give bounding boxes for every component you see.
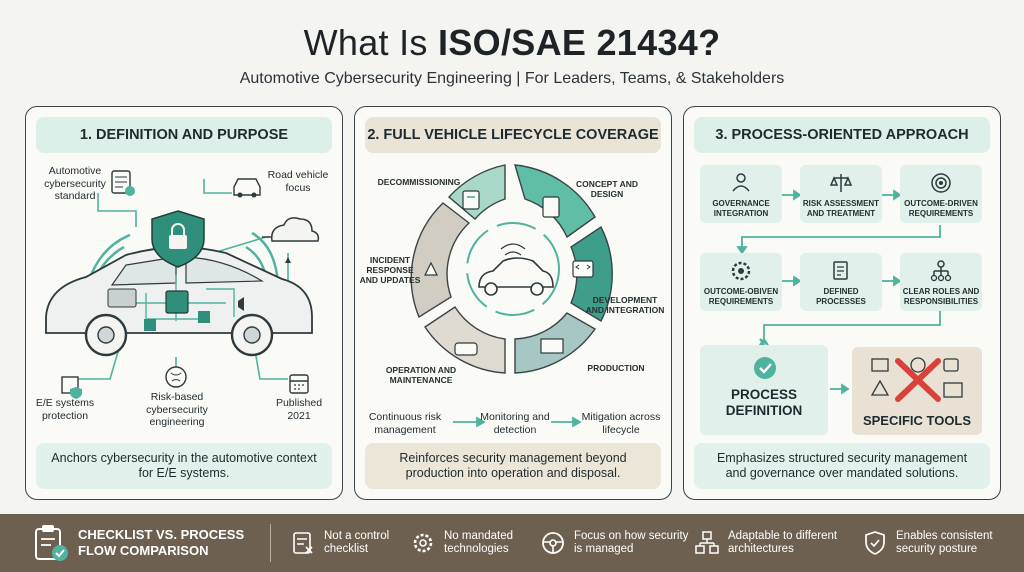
shield-lock-icon — [151, 210, 205, 268]
label-risk-based: Risk-based cybersecurity engineering — [146, 391, 208, 428]
lightbulb-document-icon — [542, 196, 560, 218]
road-vehicle-icon — [233, 178, 261, 198]
factory-icon — [540, 338, 564, 354]
bar-item-checklist: Not a control checklist — [290, 514, 410, 572]
panel-lifecycle: 2. FULL VEHICLE LIFECYCLE COVERAGE — [354, 106, 672, 500]
step-outcome-obiven: OUTCOME-OBIVEN REQUIREMENTS — [700, 253, 782, 311]
panel-definition-footer: Anchors cybersecurity in the automotive … — [36, 443, 332, 489]
specific-tools-box: SPECIFIC TOOLS — [852, 347, 982, 435]
inner-cycle-arrows — [466, 222, 560, 316]
cloud-icon — [271, 217, 320, 242]
steering-wheel-icon — [542, 532, 564, 554]
target-icon — [931, 173, 951, 193]
shield-icon — [865, 531, 885, 555]
stage-decommissioning: DECOMMISSIONING — [377, 177, 461, 187]
page-subtitle: Automotive Cybersecurity Engineering | F… — [239, 70, 785, 87]
bar-item-adaptable: Adaptable to different architectures — [694, 514, 854, 572]
alarm-icon — [424, 261, 438, 276]
gear-icon — [413, 533, 433, 553]
flow-monitoring: Monitoring and detection — [480, 411, 550, 436]
calendar-icon — [289, 374, 309, 394]
bar-item-focus: Focus on how security is managed — [540, 514, 690, 572]
bar-main: CHECKLIST VS. PROCESS FLOW COMPARISON — [30, 514, 266, 572]
lifecycle-ring-diagram — [410, 164, 613, 428]
recycle-bin-icon — [462, 190, 480, 210]
checklist-icon — [111, 170, 135, 196]
stage-concept: CONCEPT AND DESIGN — [575, 179, 639, 199]
balance-scale-icon — [829, 174, 853, 192]
org-chart-icon — [930, 260, 952, 282]
step-defined-processes: DEFINED PROCESSES — [800, 253, 882, 311]
step-risk-assessment: RISK ASSESSMENT AND TREATMENT — [800, 165, 882, 223]
ee-chip-shield-icon — [61, 376, 82, 399]
checklist-x-icon — [293, 532, 313, 554]
process-flow-connectors — [736, 189, 941, 395]
car-icon — [478, 243, 554, 296]
panel-definition: 1. DEFINITION AND PURPOSE — [25, 106, 343, 500]
speaker-icon — [238, 297, 244, 311]
brain-icon — [165, 366, 187, 388]
car-wrench-icon — [454, 342, 478, 356]
people-network-icon — [732, 173, 750, 192]
flow-continuous-risk: Continuous risk management — [368, 411, 442, 436]
chip-icon — [165, 290, 189, 314]
bar-item-consistent: Enables consistent security posture — [862, 514, 1008, 572]
step-governance: GOVERNANCE INTEGRATION — [700, 165, 782, 223]
label-ee-protection: E/E systems protection — [35, 397, 95, 422]
comparison-bar: CHECKLIST VS. PROCESS FLOW COMPARISON No… — [0, 514, 1024, 572]
car-icon — [45, 246, 313, 357]
tools-crossed-icon — [870, 357, 963, 402]
clipboard-check-icon — [35, 525, 68, 561]
page-title: What Is ISO/SAE 21434? — [303, 22, 721, 63]
panel-process-footer: Emphasizes structured security managemen… — [694, 443, 990, 489]
process-definition-box: PROCESS DEFINITION — [700, 345, 828, 435]
panel-lifecycle-title: 2. FULL VEHICLE LIFECYCLE COVERAGE — [365, 117, 661, 153]
code-window-icon — [572, 260, 594, 278]
gear-target-icon — [731, 261, 751, 281]
label-published: Published 2021 — [275, 397, 323, 422]
step-clear-roles: CLEAR ROLES AND RESPONSIBILITIES — [900, 253, 982, 311]
car-circuit-illustration — [45, 170, 320, 399]
bar-item-technologies: No mandated technologies — [410, 514, 538, 572]
check-circle-icon — [754, 357, 776, 379]
flow-mitigation: Mitigation across lifecycle — [581, 411, 661, 436]
panel-lifecycle-footer: Reinforces security management beyond pr… — [365, 443, 661, 489]
stage-development: DEVELOPMENT AND INTEGRATION — [585, 295, 665, 315]
panel-definition-title: 1. DEFINITION AND PURPOSE — [36, 117, 332, 153]
bar-separator — [270, 524, 271, 562]
label-standard: Automotive cybersecurity standard — [44, 165, 106, 202]
label-road-vehicle: Road vehicle focus — [267, 169, 329, 194]
stage-production: PRODUCTION — [587, 363, 645, 373]
panel-process: 3. PROCESS-ORIENTED APPROACH GOVERNANCE … — [683, 106, 1001, 500]
stage-incident: INCIDENT RESPONSE AND UPDATES — [359, 255, 421, 285]
stage-operation: OPERATION AND MAINTENANCE — [385, 365, 457, 385]
panel-process-title: 3. PROCESS-ORIENTED APPROACH — [694, 117, 990, 153]
modules-icon — [695, 531, 719, 554]
document-pen-icon — [833, 261, 848, 280]
step-outcome-driven: OUTCOME-DRIVEN REQUIREMENTS — [900, 165, 982, 223]
